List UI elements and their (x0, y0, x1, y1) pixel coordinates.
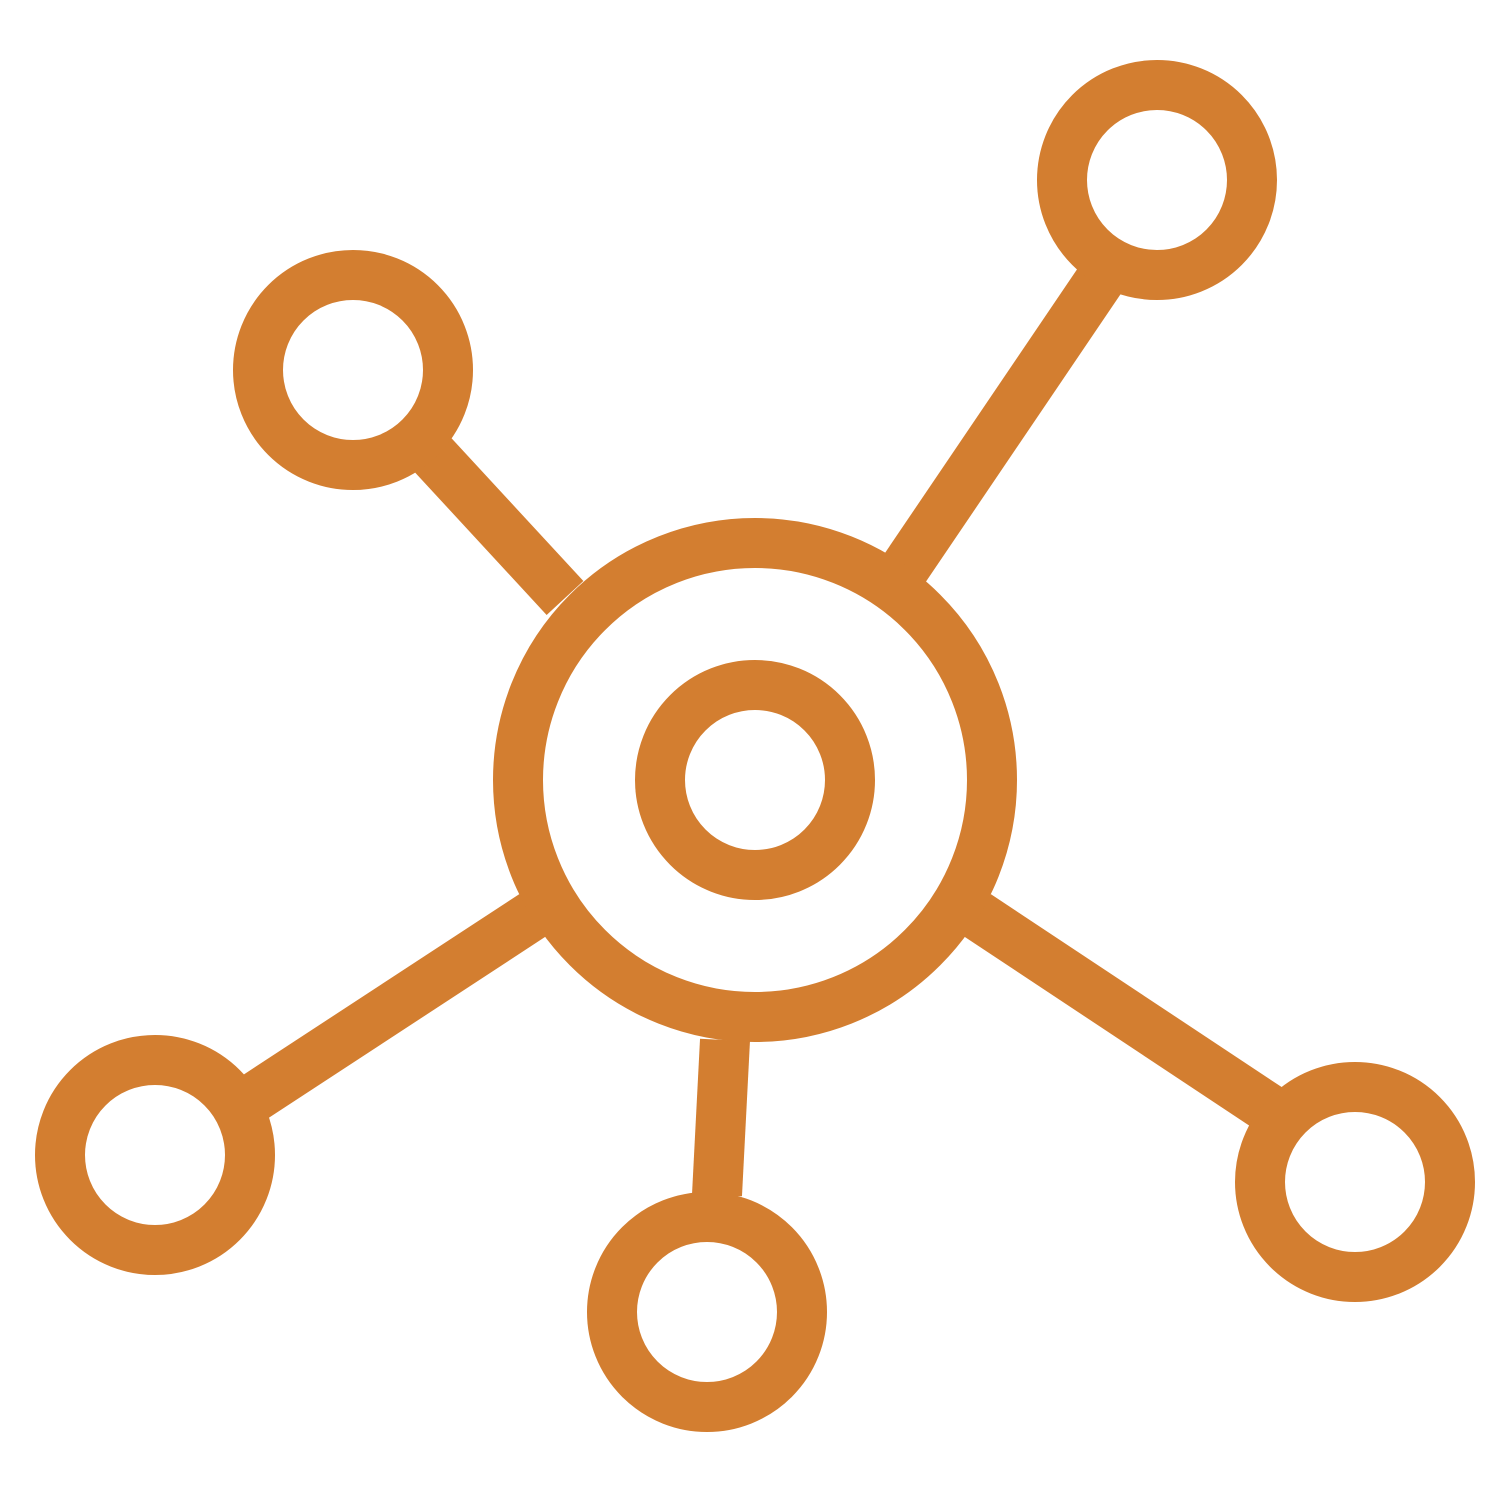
hub-inner-ring (635, 660, 875, 900)
node-bottom-left (35, 1035, 275, 1275)
node-top-left (233, 250, 473, 490)
node-top-right (1037, 60, 1277, 300)
connector-line-bottom-right (963, 894, 1282, 1129)
connector-line-bottom-center (692, 1038, 750, 1197)
node-bottom-center (587, 1192, 827, 1432)
node-bottom-right (1235, 1062, 1475, 1302)
connector-line-top-right (884, 265, 1121, 583)
connector-line-bottom-left (241, 894, 547, 1118)
